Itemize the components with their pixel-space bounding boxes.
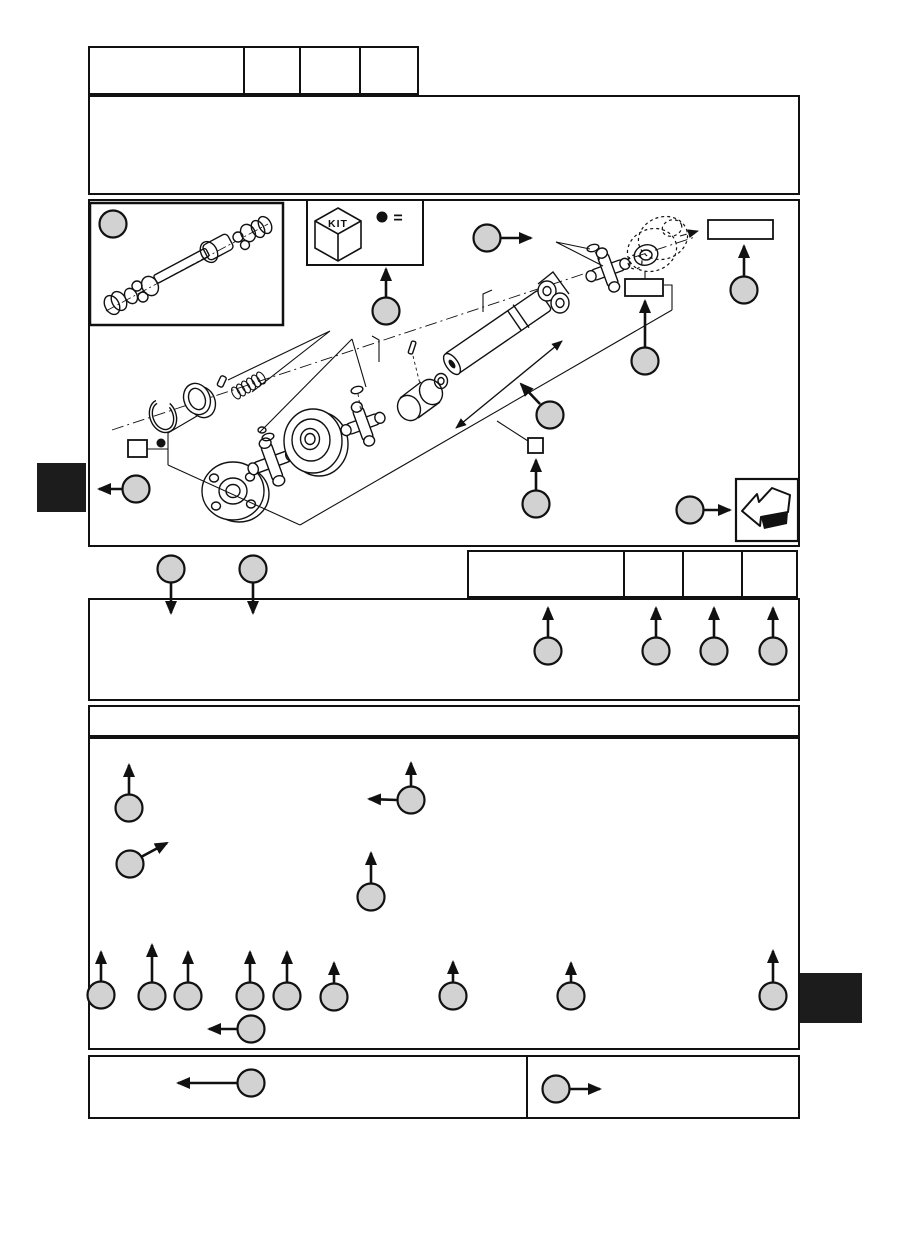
callout-circle bbox=[156, 554, 186, 584]
footer-table bbox=[88, 1055, 800, 1119]
mid-info-table bbox=[467, 550, 798, 598]
right-index-tab bbox=[800, 973, 862, 1023]
section-box-3 bbox=[88, 737, 800, 1050]
table-cell bbox=[90, 48, 245, 93]
table-cell bbox=[684, 552, 743, 596]
table-cell bbox=[90, 1057, 528, 1117]
table-cell bbox=[245, 48, 301, 93]
top-info-table bbox=[88, 46, 419, 95]
table-cell bbox=[743, 552, 796, 596]
table-cell bbox=[625, 552, 684, 596]
header-box bbox=[88, 95, 800, 195]
section-box-2 bbox=[88, 598, 800, 701]
table-cell bbox=[361, 48, 417, 93]
table-cell bbox=[469, 552, 625, 596]
table-cell bbox=[301, 48, 361, 93]
title-band bbox=[88, 705, 800, 737]
callout-circle bbox=[238, 554, 268, 584]
left-index-tab bbox=[37, 463, 86, 512]
table-cell bbox=[528, 1057, 798, 1117]
main-diagram-frame bbox=[88, 199, 800, 547]
